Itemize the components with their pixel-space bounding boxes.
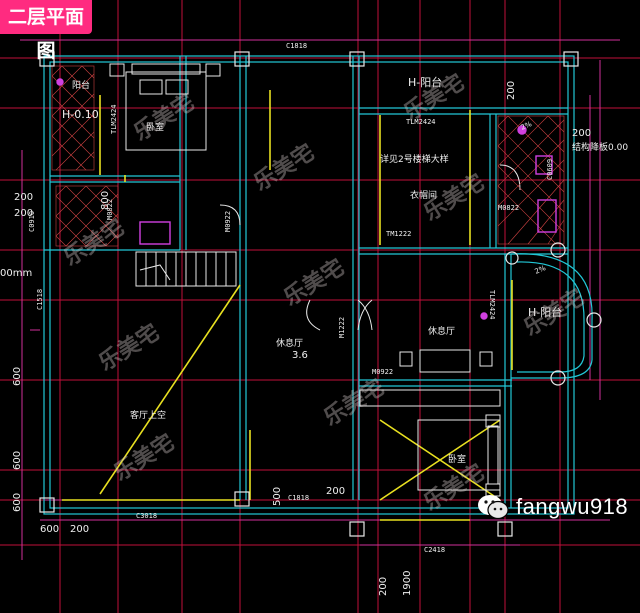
dim-600-left-bottom: 600 — [40, 524, 59, 535]
opening-labels: C1818 TLM2424 TLM2424 M0822 M0922 TM1222… — [28, 42, 554, 554]
brand-tag: fangwu918 — [476, 490, 628, 524]
furniture — [109, 63, 521, 497]
label-structure-note: 结构降板0.00 — [572, 141, 628, 153]
columns — [39, 51, 602, 537]
label-c1518: C1518 — [36, 289, 44, 310]
dim-600-b: 600 — [12, 451, 23, 470]
label-balcony-left: 阳台 — [72, 79, 90, 91]
dim-200-b1: 200 — [70, 524, 89, 535]
dim-2pct-b: 2% — [520, 120, 534, 132]
label-m0922-lower: M0922 — [372, 368, 393, 376]
dim-200-b2: 200 — [326, 486, 345, 497]
label-c0910: C0910 — [28, 211, 36, 232]
label-balcony-right: H-阳台 — [528, 305, 562, 319]
label-lounge-main-height: 3.6 — [292, 350, 308, 361]
brand-handle: fangwu918 — [516, 494, 629, 519]
dim-800: 800 — [100, 191, 111, 210]
label-bedroom-bottom: 卧室 — [448, 453, 466, 465]
label-lounge-right: 休息厅 — [428, 325, 455, 337]
wall-lines — [43, 55, 593, 515]
dim-200-l1: 200 — [14, 192, 33, 203]
label-c0609: C0609 — [546, 159, 554, 180]
dim-2pct: 2% — [534, 264, 548, 276]
staircase — [135, 251, 237, 287]
label-m0822-left: M0822 — [106, 199, 114, 220]
label-lounge-main: 休息厅 — [276, 337, 303, 349]
dim-200-tr: 200 — [506, 81, 517, 100]
openings-yellow — [62, 90, 513, 521]
label-stair-note: 详见2号楼梯大样 — [380, 153, 449, 165]
label-tlm2424-top: TLM2424 — [406, 118, 436, 126]
dim-200-bb: 200 — [378, 577, 389, 596]
plan-title-badge: 二层平面图 — [0, 0, 92, 62]
label-balcony-left-level: H-0.10 — [62, 108, 99, 121]
dim-1900: 1900 — [402, 571, 413, 596]
label-tlm2424-right: TLM2424 — [488, 290, 496, 320]
dim-600-c: 600 — [12, 493, 23, 512]
dim-500: 500 — [272, 487, 283, 506]
label-bedroom-top: 卧室 — [146, 121, 164, 133]
bathroom-hatch — [51, 65, 565, 247]
room-labels: 阳台 H-0.10 卧室 H-阳台 详见2号楼梯大样 衣帽间 休息厅 H-阳台 … — [62, 75, 628, 465]
label-living-void: 客厅上空 — [130, 409, 166, 421]
label-m1222: M1222 — [338, 317, 346, 338]
label-m0822-right: M0822 — [498, 204, 519, 212]
label-c3018: C3018 — [136, 512, 157, 520]
fixtures — [56, 78, 557, 320]
dim-200-r: 200 — [572, 128, 591, 139]
label-balcony-top-right: H-阳台 — [408, 75, 442, 89]
label-c2418: C2418 — [424, 546, 445, 554]
label-c1818-bottom: C1818 — [288, 494, 309, 502]
dimension-labels: 200 200 200 200 800 600 600 600 200 200 … — [0, 81, 591, 596]
label-c1818-top: C1818 — [286, 42, 307, 50]
label-m0922-mid: M0922 — [224, 211, 232, 232]
label-tlm2424-left: TLM2424 — [110, 104, 118, 134]
label-closet: 衣帽间 — [410, 189, 437, 201]
dim-600-a: 600 — [12, 367, 23, 386]
dim-00mm: 00mm — [0, 268, 32, 279]
wechat-icon — [478, 495, 509, 520]
dim-200-l2: 200 — [14, 208, 33, 219]
label-tm1222: TM1222 — [386, 230, 411, 238]
dimension-lines — [20, 39, 620, 560]
